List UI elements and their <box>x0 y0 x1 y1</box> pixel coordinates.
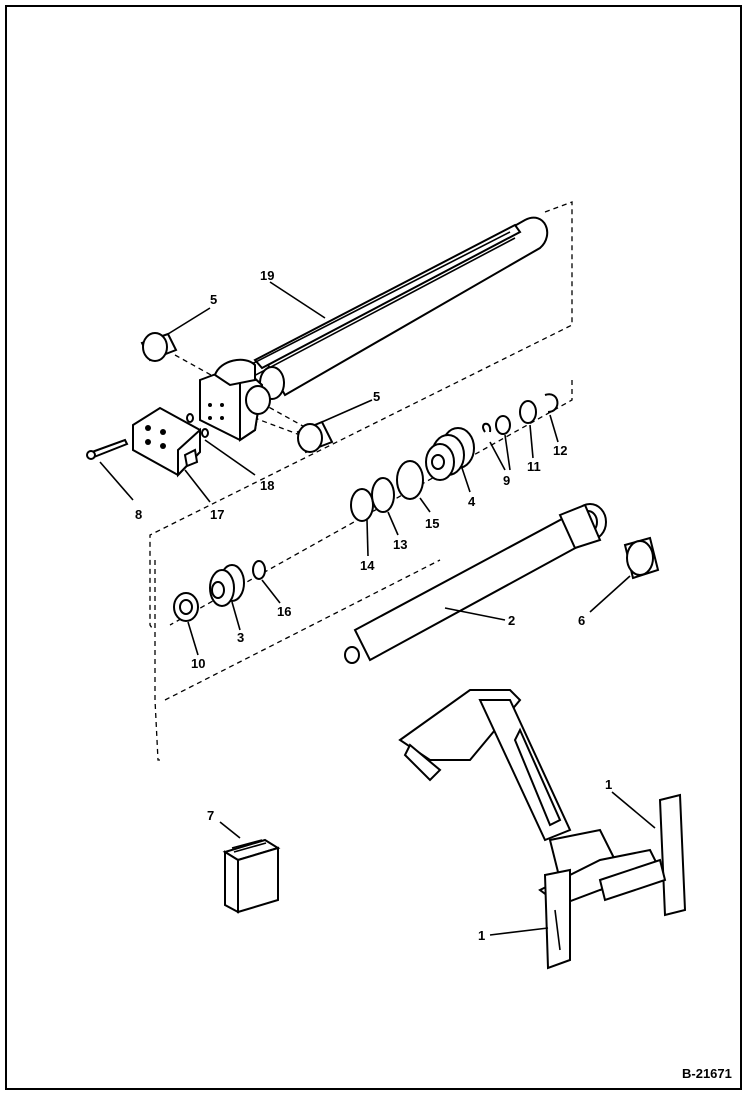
callout-7: 7 <box>207 808 214 823</box>
callout-16: 16 <box>277 604 291 619</box>
gland-part-3 <box>209 564 245 607</box>
seal-part-9 <box>482 415 511 435</box>
bushing-part-5-upper <box>140 332 178 362</box>
assembly-guide-lines <box>149 201 573 761</box>
callout-1-lower: 1 <box>478 928 485 943</box>
callout-18: 18 <box>260 478 274 493</box>
seal-part-13 <box>371 477 395 513</box>
callout-4: 4 <box>468 494 476 509</box>
figure-id: B-21671 <box>682 1066 732 1081</box>
callout-labels: 19 5 5 8 17 18 14 13 15 4 9 11 12 2 6 16… <box>135 268 612 943</box>
callout-17: 17 <box>210 507 224 522</box>
callout-1-upper: 1 <box>605 777 612 792</box>
callout-6: 6 <box>578 613 585 628</box>
callout-5-lower: 5 <box>373 389 380 404</box>
callout-3: 3 <box>237 630 244 645</box>
callout-15: 15 <box>425 516 439 531</box>
rod-part-2 <box>344 503 607 664</box>
bolt-part-8 <box>86 438 129 460</box>
o-ring-part-18 <box>186 413 209 438</box>
callout-14: 14 <box>360 558 375 573</box>
callout-13: 13 <box>393 537 407 552</box>
o-ring-part-16 <box>252 560 266 580</box>
callout-10: 10 <box>191 656 205 671</box>
callout-19: 19 <box>260 268 274 283</box>
callout-2: 2 <box>508 613 515 628</box>
bushing-part-6 <box>623 536 660 580</box>
piston-part-4 <box>425 427 475 481</box>
cylinder-barrel-part-19 <box>199 216 549 442</box>
callout-9: 9 <box>503 473 510 488</box>
callout-12: 12 <box>553 443 567 458</box>
valve-block-part-17 <box>132 406 201 478</box>
seal-part-15 <box>396 460 424 500</box>
bushing-part-5-lower <box>296 420 334 454</box>
callout-5-upper: 5 <box>210 292 217 307</box>
decal-kit-part-7 <box>222 838 281 914</box>
callout-8: 8 <box>135 507 142 522</box>
callout-11: 11 <box>527 459 541 474</box>
seal-part-14 <box>350 488 374 522</box>
wiper-part-10 <box>173 592 199 622</box>
drawing-frame <box>5 5 742 1090</box>
backhoe-assembly-part-1 <box>398 689 687 970</box>
snap-ring-part-12 <box>544 393 559 413</box>
wear-ring-part-11 <box>519 400 537 424</box>
leader-lines <box>99 281 656 936</box>
